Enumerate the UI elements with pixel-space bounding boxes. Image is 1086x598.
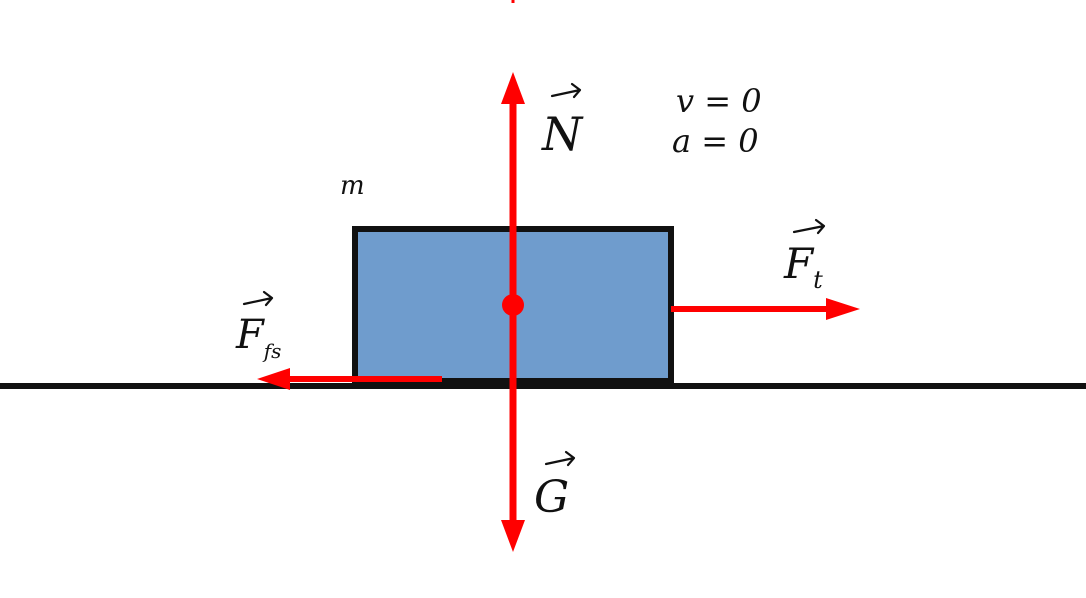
svg-text:N: N xyxy=(541,107,584,161)
velocity-label: v = 0 xyxy=(676,82,762,120)
traction-force-label: Ft xyxy=(783,218,826,294)
vector-arrow-icon xyxy=(544,450,576,467)
vector-arrow-icon xyxy=(550,82,582,99)
static-friction-force-label: Ffs xyxy=(235,290,281,363)
weight-force-arrow xyxy=(501,305,525,552)
vector-arrow-icon xyxy=(792,218,826,235)
svg-text:Ft: Ft xyxy=(783,239,823,294)
svg-text:Ffs: Ffs xyxy=(235,312,281,363)
traction-force-arrow xyxy=(671,298,860,320)
vector-arrow-icon xyxy=(242,290,274,307)
weight-force-label: G xyxy=(534,450,576,523)
mass-label: m xyxy=(340,171,365,201)
svg-text:G: G xyxy=(534,472,569,523)
normal-force-label: N xyxy=(541,82,584,161)
normal-force-arrow xyxy=(501,72,525,305)
center-of-mass-point xyxy=(502,294,524,316)
static-friction-force-arrow xyxy=(257,368,442,390)
acceleration-label: a = 0 xyxy=(672,122,759,160)
